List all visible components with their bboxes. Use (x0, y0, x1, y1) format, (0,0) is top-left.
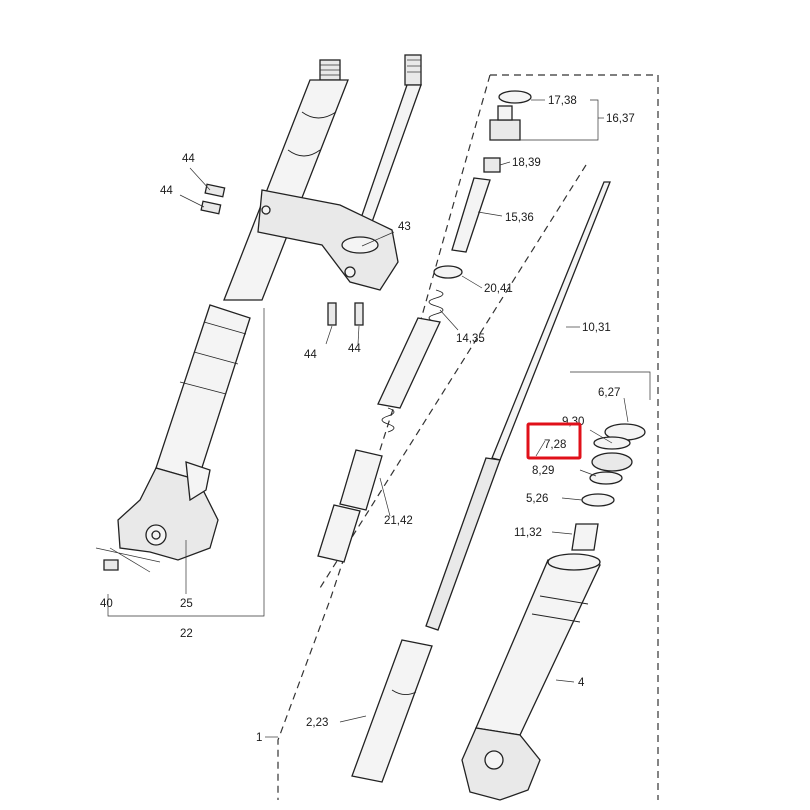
label-20-41: 20,41 (484, 283, 513, 295)
leader-lines (107, 99, 651, 738)
label-1: 1 (256, 732, 262, 744)
assembled-fork-left (95, 54, 422, 573)
label-43: 43 (398, 221, 411, 233)
assembly-1-dashed-boundary (277, 74, 659, 800)
exploded-parts (317, 90, 646, 801)
label-8-29: 8,29 (532, 465, 554, 477)
label-22: 22 (180, 628, 193, 640)
label-5-26: 5,26 (526, 493, 548, 505)
label-21-42: 21,42 (384, 515, 413, 527)
label-4: 4 (578, 677, 585, 689)
label-44-bottom-right: 44 (348, 343, 361, 355)
highlight-box (526, 422, 582, 460)
label-44-top: 44 (182, 153, 195, 165)
label-14-35: 14,35 (456, 333, 485, 345)
label-18-39: 18,39 (512, 157, 541, 169)
label-17-38: 17,38 (548, 95, 577, 107)
label-15-36: 15,36 (505, 212, 534, 224)
label-40: 40 (100, 598, 113, 610)
label-7-28: 7,28 (544, 439, 566, 451)
label-11-32: 11,32 (514, 527, 542, 539)
label-10-31: 10,31 (582, 322, 611, 334)
label-25: 25 (180, 598, 193, 610)
label-44-left: 44 (160, 185, 173, 197)
label-6-27: 6,27 (598, 387, 620, 399)
bolts-44 (200, 183, 364, 326)
label-16-37: 16,37 (606, 113, 635, 125)
label-44-bottom-left: 44 (304, 349, 317, 361)
label-2-23: 2,23 (306, 717, 328, 729)
